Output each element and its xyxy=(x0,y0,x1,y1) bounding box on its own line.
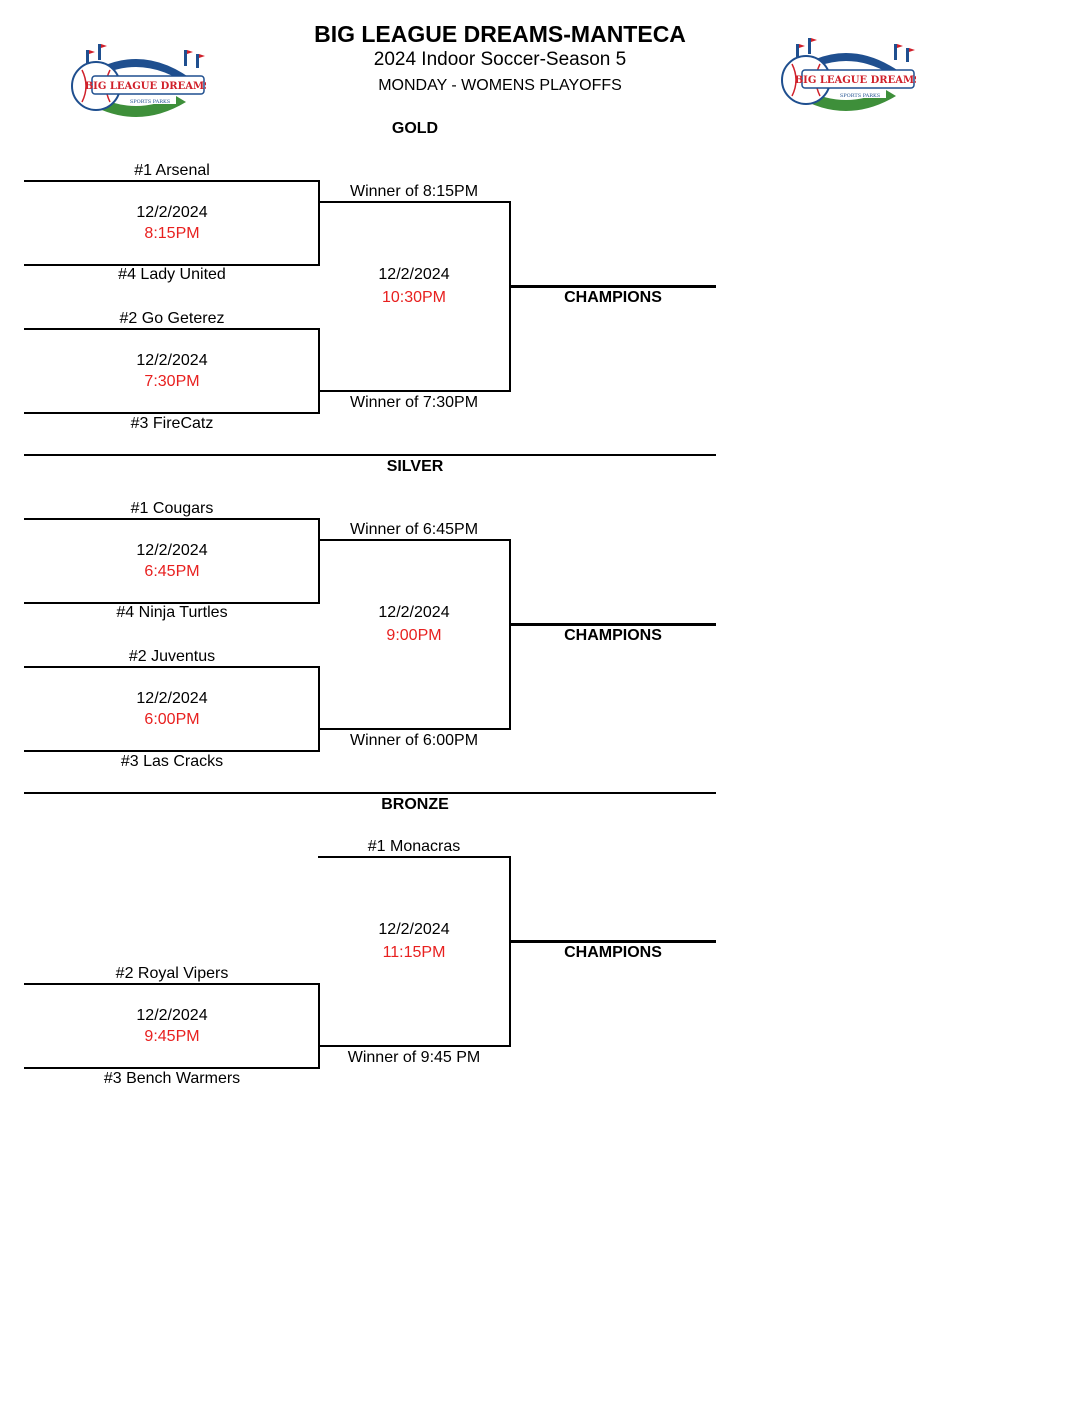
gold-semi2-date: 12/2/2024 xyxy=(136,352,208,369)
bronze-semi-top-line xyxy=(24,983,320,985)
silver-final-top-label: Winner of 6:45PM xyxy=(349,521,479,538)
gold-final-bottom-label: Winner of 7:30PM xyxy=(349,394,479,411)
silver-semi1-bottom-line xyxy=(24,602,320,604)
silver-section-heading: SILVER xyxy=(386,458,444,475)
gold-champions-label: CHAMPIONS xyxy=(564,289,662,306)
silver-semi2-bottom-line xyxy=(24,750,320,752)
svg-text:BIG LEAGUE DREAMS: BIG LEAGUE DREAMS xyxy=(795,75,916,86)
silver-semi1-top-line xyxy=(24,518,320,520)
league-label: MONDAY - WOMENS PLAYOFFS xyxy=(378,77,622,94)
silver-semi1-time: 6:45PM xyxy=(144,563,200,580)
bronze-semi-top-team: #2 Royal Vipers xyxy=(115,965,229,982)
silver-semi1-top-team: #1 Cougars xyxy=(130,500,214,517)
gold-final-time: 10:30PM xyxy=(381,289,447,306)
page-subtitle: 2024 Indoor Soccer-Season 5 xyxy=(373,49,627,70)
svg-text:SPORTS PARKS: SPORTS PARKS xyxy=(840,93,881,99)
silver-final-time: 9:00PM xyxy=(386,627,442,644)
gold-semi2-top-line xyxy=(24,328,320,330)
bronze-semi-connector xyxy=(318,983,320,1069)
silver-semi1-connector xyxy=(318,518,320,604)
gold-section-heading: GOLD xyxy=(391,120,439,137)
silver-champions-label: CHAMPIONS xyxy=(564,627,662,644)
silver-final-date: 12/2/2024 xyxy=(378,604,450,621)
bronze-champions-line xyxy=(510,940,716,943)
gold-champions-line xyxy=(510,285,716,288)
svg-text:SPORTS PARKS: SPORTS PARKS xyxy=(130,99,171,105)
gold-semi1-bottom-line xyxy=(24,264,320,266)
bronze-section-heading: BRONZE xyxy=(381,796,449,813)
silver-semi1-date: 12/2/2024 xyxy=(136,542,208,559)
gold-final-top-line xyxy=(318,201,510,203)
bronze-final-top-line xyxy=(318,856,510,858)
gold-semi1-date: 12/2/2024 xyxy=(136,204,208,221)
silver-semi2-top-team: #2 Juventus xyxy=(128,648,216,665)
bronze-final-time: 11:15PM xyxy=(382,944,446,961)
silver-final-top-line xyxy=(318,539,510,541)
page-title: BIG LEAGUE DREAMS-MANTECA xyxy=(314,21,686,47)
gold-semi1-connector xyxy=(318,180,320,266)
silver-semi2-connector xyxy=(318,666,320,752)
silver-semi1-bottom-team: #4 Ninja Turtles xyxy=(116,604,228,621)
silver-final-bottom-label: Winner of 6:00PM xyxy=(349,732,479,749)
bronze-semi-bottom-team: #3 Bench Warmers xyxy=(103,1070,241,1087)
gold-semi2-connector xyxy=(318,328,320,414)
bronze-final-connector xyxy=(509,856,511,1047)
silver-bronze-divider xyxy=(24,792,716,794)
gold-semi2-bottom-team: #3 FireCatz xyxy=(130,415,214,432)
bronze-semi-time: 9:45PM xyxy=(144,1028,200,1045)
silver-semi2-top-line xyxy=(24,666,320,668)
big-league-dreams-logo-left: BIG LEAGUE DREAMS SPORTS PARKS xyxy=(66,36,211,122)
svg-text:BIG LEAGUE DREAMS: BIG LEAGUE DREAMS xyxy=(85,81,206,92)
silver-semi2-bottom-team: #3 Las Cracks xyxy=(120,753,224,770)
bronze-semi-bottom-line xyxy=(24,1067,320,1069)
gold-final-date: 12/2/2024 xyxy=(378,266,450,283)
bronze-final-bottom-line xyxy=(318,1045,510,1047)
gold-silver-divider xyxy=(24,454,716,456)
gold-final-top-label: Winner of 8:15PM xyxy=(349,183,479,200)
bronze-final-top-team: #1 Monacras xyxy=(367,838,461,855)
bronze-champions-label: CHAMPIONS xyxy=(564,944,662,961)
silver-semi2-date: 12/2/2024 xyxy=(136,690,208,707)
gold-semi2-time: 7:30PM xyxy=(144,373,200,390)
gold-semi1-bottom-team: #4 Lady United xyxy=(118,266,226,283)
bronze-final-bottom-label: Winner of 9:45 PM xyxy=(347,1049,481,1066)
gold-semi1-time: 8:15PM xyxy=(144,225,200,242)
bronze-semi-date: 12/2/2024 xyxy=(136,1007,208,1024)
silver-semi2-time: 6:00PM xyxy=(144,711,200,728)
big-league-dreams-logo-right: BIG LEAGUE DREAMS SPORTS PARKS xyxy=(776,30,921,116)
gold-semi2-top-team: #2 Go Geterez xyxy=(119,310,225,327)
gold-semi1-top-line xyxy=(24,180,320,182)
silver-champions-line xyxy=(510,623,716,626)
gold-semi2-bottom-line xyxy=(24,412,320,414)
silver-final-bottom-line xyxy=(318,728,510,730)
gold-final-connector xyxy=(509,201,511,392)
silver-final-connector xyxy=(509,539,511,730)
gold-final-bottom-line xyxy=(318,390,510,392)
gold-semi1-top-team: #1 Arsenal xyxy=(134,162,210,179)
bronze-final-date: 12/2/2024 xyxy=(378,921,450,938)
